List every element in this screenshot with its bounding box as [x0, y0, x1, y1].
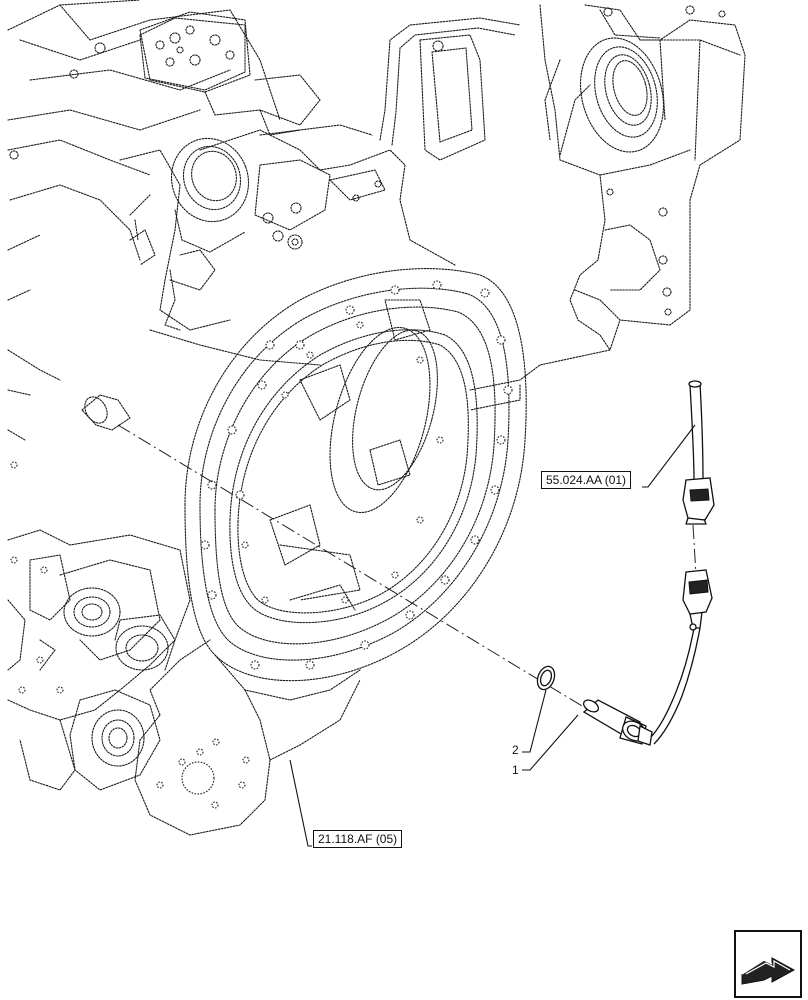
leader-21-118 [289, 759, 312, 847]
transmission-housing [134, 268, 527, 836]
wiring-harness [682, 380, 715, 525]
speed-sensor [582, 569, 713, 746]
hydraulic-block [7, 461, 191, 791]
leader-item-2 [522, 689, 547, 753]
mounting-bracket [469, 4, 746, 411]
o-ring-seal [536, 665, 556, 691]
next-page-arrow-icon[interactable] [734, 930, 802, 998]
leader-55-024 [642, 424, 696, 488]
connector-axis-line [692, 524, 697, 576]
leader-item-1 [522, 714, 579, 771]
item-number-2: 2 [512, 743, 519, 757]
rear-axle-frame [7, 0, 521, 441]
item-number-1: 1 [512, 763, 519, 777]
sensor-port [81, 394, 131, 431]
installation-axis-line [117, 424, 593, 713]
ref-label-harness[interactable]: 55.024.AA (01) [541, 471, 632, 489]
ref-label-housing[interactable]: 21.118.AF (05) [313, 830, 403, 848]
